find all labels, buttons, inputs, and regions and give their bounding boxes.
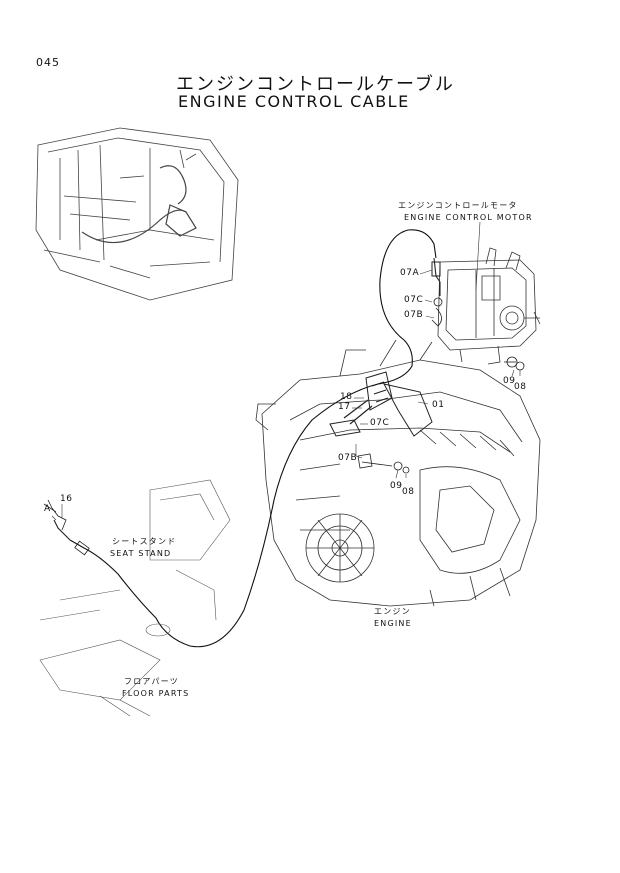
part-number-16: 16 — [60, 494, 73, 504]
part-reference-a: A — [44, 504, 51, 514]
seat-stand — [150, 480, 230, 620]
motor-label-en: ENGINE CONTROL MOTOR — [404, 213, 533, 222]
engine-label-jp: エンジン — [374, 607, 411, 616]
floor-parts-label-en: FLOOR PARTS — [122, 689, 190, 698]
part-number-07c-engine: 07C — [370, 418, 390, 428]
control-cable — [70, 230, 436, 647]
part-number-07b-motor: 07B — [404, 310, 424, 320]
part-number-17: 17 — [338, 402, 351, 412]
floor-parts-label-jp: フロアパーツ — [124, 677, 179, 686]
part-number-07a: 07A — [400, 268, 420, 278]
part-number-08-motor: 08 — [514, 382, 527, 392]
engine-control-motor — [438, 248, 540, 364]
part-number-07c-motor: 07C — [404, 295, 424, 305]
title-english: ENGINE CONTROL CABLE — [178, 92, 410, 111]
engine-label-en: ENGINE — [374, 619, 412, 628]
seat-stand-label-en: SEAT STAND — [110, 549, 172, 558]
engine-block — [256, 340, 540, 606]
machine-overview — [36, 128, 238, 300]
part-number-01: 01 — [432, 400, 445, 410]
title-japanese: エンジンコントロールケーブル — [176, 74, 455, 95]
part-number-09-engine: 09 — [390, 481, 403, 491]
part-number-18: 18 — [340, 392, 353, 402]
floor-parts — [40, 590, 170, 716]
part-number-07b-engine: 07B — [338, 453, 358, 463]
part-number-09-motor: 09 — [503, 376, 516, 386]
page-number: 045 — [36, 56, 60, 69]
seat-stand-label-jp: シートスタンド — [112, 537, 177, 546]
part-number-08-engine: 08 — [402, 487, 415, 497]
motor-label-jp: エンジンコントロールモータ — [398, 201, 518, 210]
